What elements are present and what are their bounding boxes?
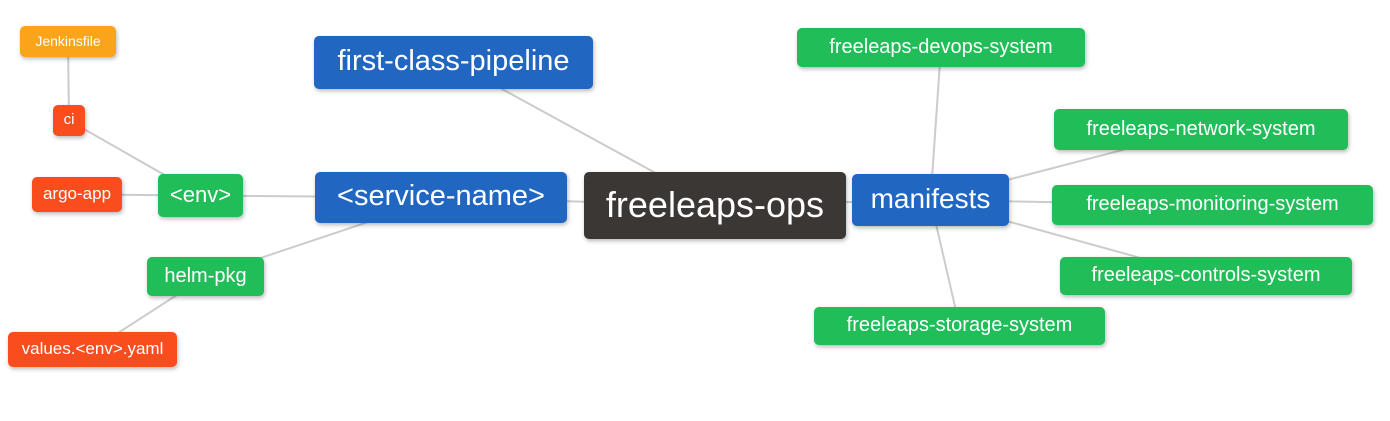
node-label: freeleaps-ops bbox=[605, 183, 825, 225]
node-label: freeleaps-controls-system bbox=[1091, 264, 1321, 286]
node-label: ci bbox=[63, 111, 75, 128]
node-label: freeleaps-devops-system bbox=[829, 35, 1053, 58]
mindmap-node-argo-app[interactable]: argo-app bbox=[32, 177, 122, 212]
node-label: manifests bbox=[870, 183, 991, 214]
mindmap-node-freeleaps-devops-system[interactable]: freeleaps-devops-system bbox=[797, 28, 1085, 67]
node-label: <env> bbox=[169, 181, 232, 207]
mindmap-node-freeleaps-storage-system[interactable]: freeleaps-storage-system bbox=[814, 307, 1105, 345]
mindmap-node-manifests[interactable]: manifests bbox=[852, 174, 1009, 226]
mindmap-node-values-env-yaml[interactable]: values.<env>.yaml bbox=[8, 332, 177, 367]
mindmap-node-freeleaps-ops[interactable]: freeleaps-ops bbox=[584, 172, 846, 239]
node-label: freeleaps-monitoring-system bbox=[1086, 193, 1339, 215]
mindmap-node-freeleaps-monitoring-system[interactable]: freeleaps-monitoring-system bbox=[1052, 185, 1373, 225]
node-label: Jenkinsfile bbox=[35, 32, 101, 49]
node-label: values.<env>.yaml bbox=[21, 339, 164, 358]
mindmap-node-ci[interactable]: ci bbox=[53, 105, 85, 136]
mindmap-node-freeleaps-network-system[interactable]: freeleaps-network-system bbox=[1054, 109, 1348, 150]
node-label: freeleaps-storage-system bbox=[846, 314, 1073, 336]
node-label: <service-name> bbox=[337, 180, 545, 212]
mindmap-node-freeleaps-controls-system[interactable]: freeleaps-controls-system bbox=[1060, 257, 1352, 295]
node-label: argo-app bbox=[42, 184, 112, 203]
node-label: helm-pkg bbox=[164, 264, 247, 287]
mindmap-node-helm-pkg[interactable]: helm-pkg bbox=[147, 257, 264, 296]
mindmap-node-service-name[interactable]: <service-name> bbox=[315, 172, 567, 223]
node-label: freeleaps-network-system bbox=[1086, 117, 1316, 140]
mindmap-node-jenkinsfile[interactable]: Jenkinsfile bbox=[20, 26, 116, 57]
mindmap-node-env[interactable]: <env> bbox=[158, 174, 243, 217]
mindmap-node-first-class-pipeline[interactable]: first-class-pipeline bbox=[314, 36, 593, 89]
node-label: first-class-pipeline bbox=[337, 45, 570, 77]
